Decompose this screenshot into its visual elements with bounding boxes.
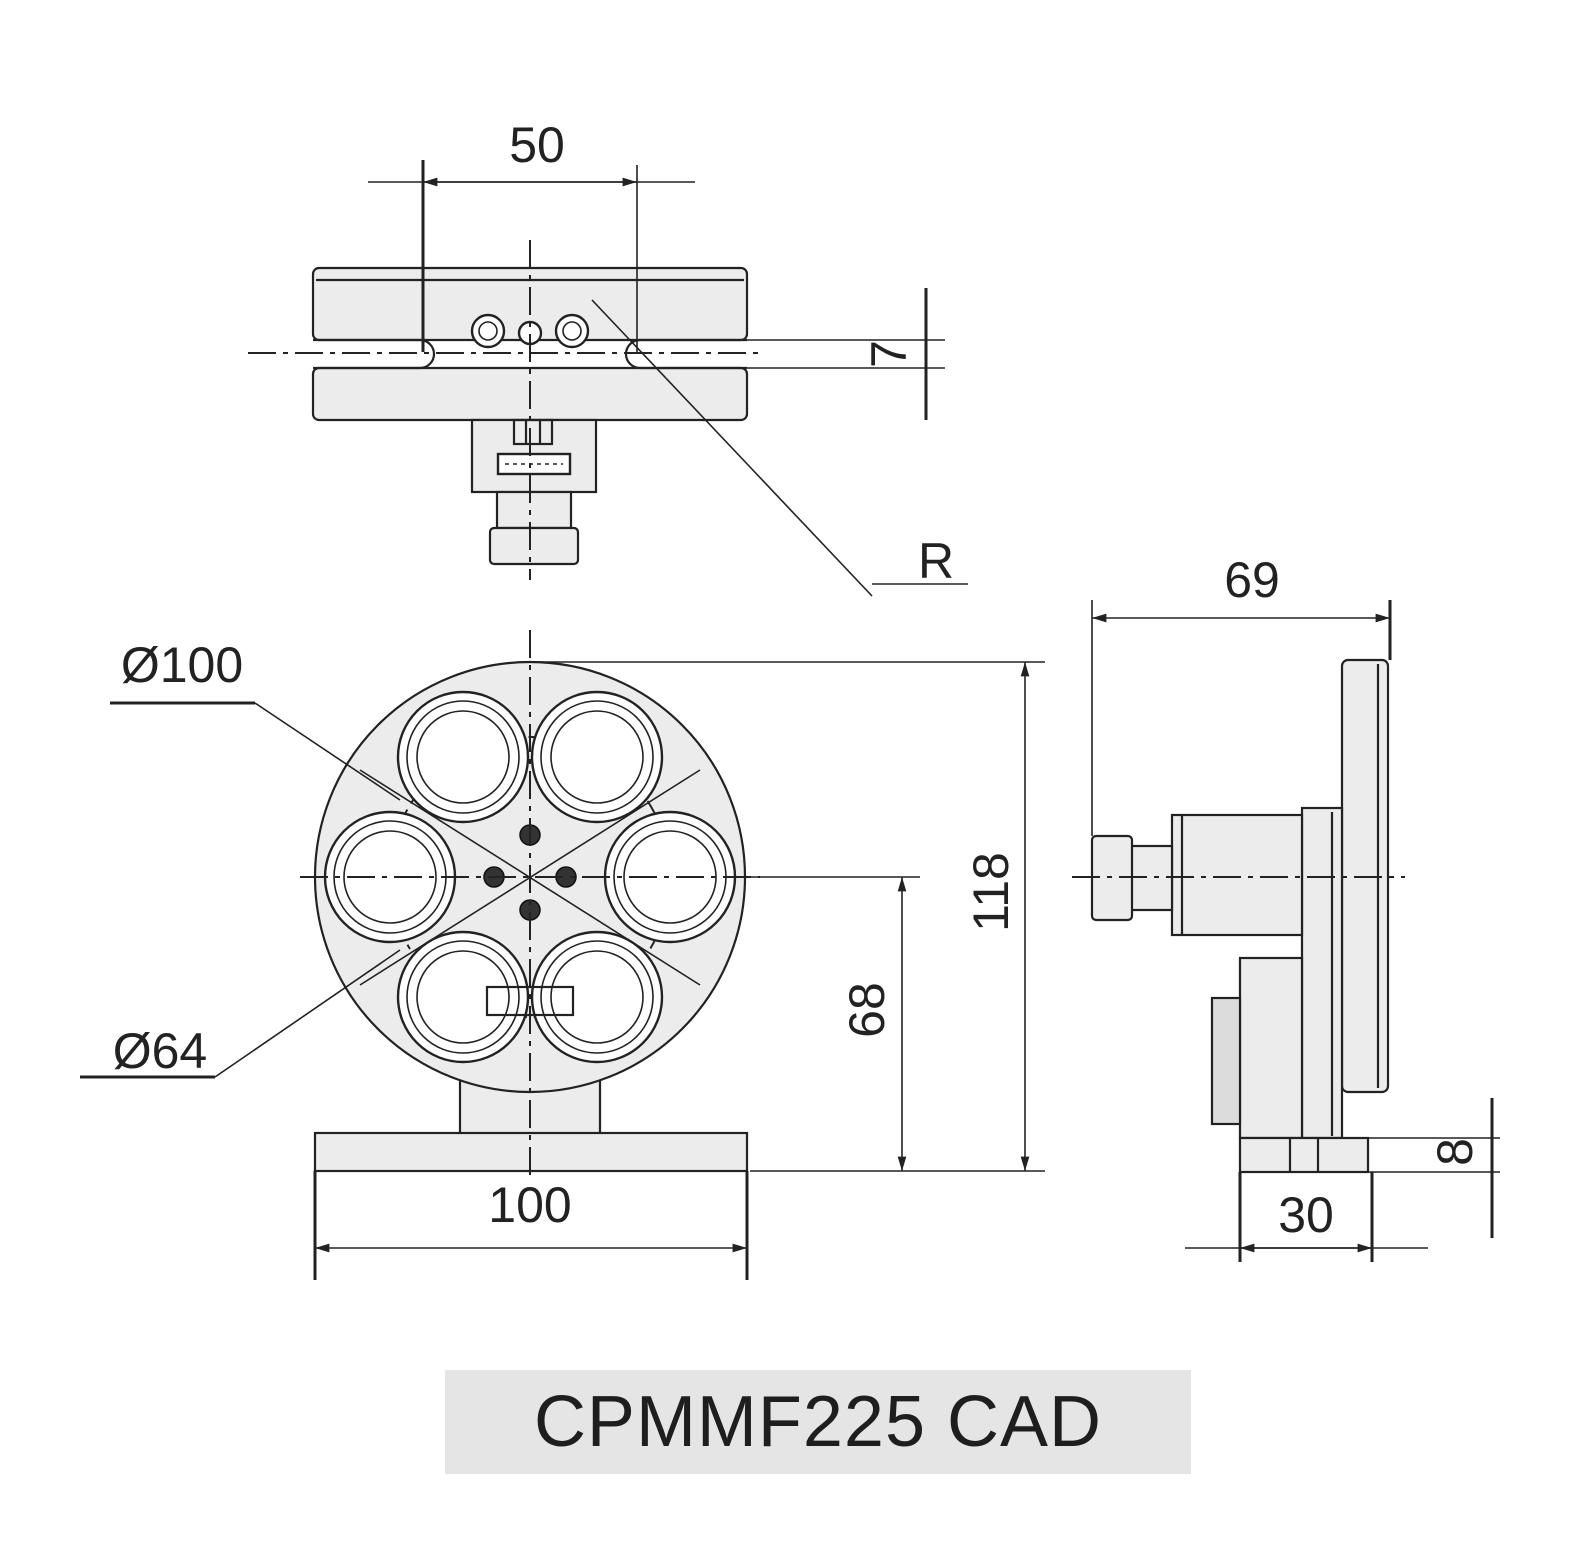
dim-center-height: 68 bbox=[839, 982, 895, 1038]
dim-foot-height: 8 bbox=[1427, 1138, 1483, 1166]
top-view: 50 7 R bbox=[248, 117, 968, 597]
dim-foot-width: 30 bbox=[1278, 1187, 1334, 1243]
dim-radius: R bbox=[918, 533, 954, 589]
dim-pitch-diameter: Ø64 bbox=[113, 1023, 208, 1079]
side-lower-block bbox=[1238, 956, 1304, 1140]
top-screw-left bbox=[470, 313, 506, 349]
cup-left bbox=[323, 810, 457, 944]
side-view: 69 30 8 bbox=[1072, 552, 1500, 1262]
top-nozzle-neck bbox=[495, 490, 573, 530]
cup-bottom-right bbox=[530, 930, 664, 1064]
cup-top-right bbox=[530, 690, 664, 824]
cup-top-left bbox=[396, 690, 530, 824]
side-mount-plate bbox=[1300, 806, 1344, 1140]
dim-top-width: 50 bbox=[509, 117, 565, 173]
top-nozzle bbox=[488, 526, 580, 566]
caption-banner: CPMMF225 CAD bbox=[445, 1370, 1191, 1474]
top-connector bbox=[496, 452, 572, 476]
side-foot bbox=[1238, 1136, 1370, 1174]
side-connector bbox=[1210, 996, 1242, 1126]
dim-depth: 69 bbox=[1224, 552, 1280, 608]
side-valve-body bbox=[1170, 813, 1304, 937]
caption-text: CPMMF225 CAD bbox=[533, 1382, 1103, 1462]
dim-base-width: 100 bbox=[488, 1177, 571, 1233]
dim-outer-diameter: Ø100 bbox=[121, 637, 243, 693]
front-cups bbox=[323, 690, 737, 1064]
front-view: Ø100 Ø64 100 68 118 bbox=[80, 630, 1045, 1280]
top-screw-right bbox=[554, 313, 590, 349]
dim-slot-width: 7 bbox=[861, 340, 917, 368]
dim-total-height: 118 bbox=[963, 852, 1019, 932]
cup-bottom-left bbox=[396, 930, 530, 1064]
